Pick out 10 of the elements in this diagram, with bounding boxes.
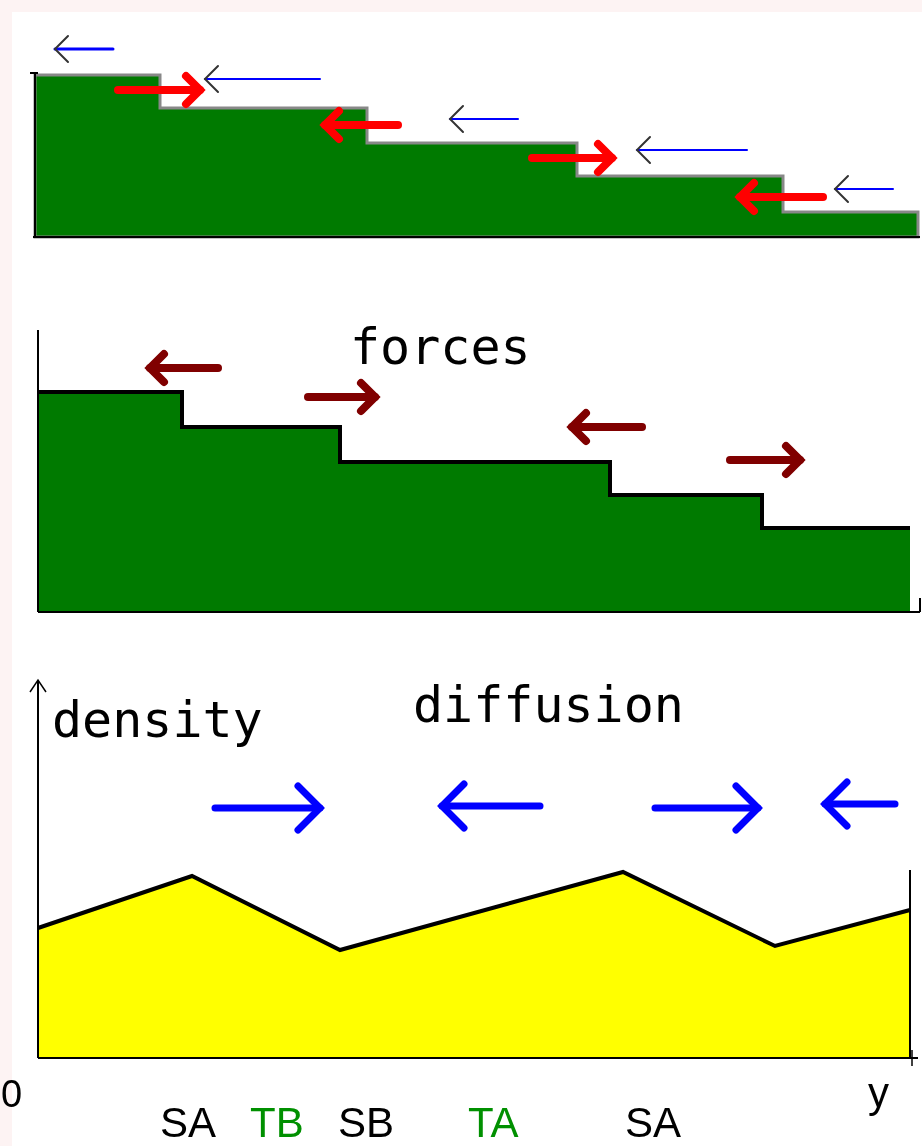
region-label: TA xyxy=(468,1102,519,1144)
region-label: TB xyxy=(250,1102,304,1144)
region-label: SA xyxy=(160,1102,217,1144)
axis-label: 0 xyxy=(1,1075,23,1113)
axis-label: y xyxy=(868,1072,889,1114)
region-label: SA xyxy=(625,1102,682,1144)
plot-label: forces xyxy=(350,322,531,372)
axis-label: density xyxy=(52,695,263,745)
plot-label: diffusion xyxy=(413,680,684,730)
region-label: SB xyxy=(338,1102,395,1144)
